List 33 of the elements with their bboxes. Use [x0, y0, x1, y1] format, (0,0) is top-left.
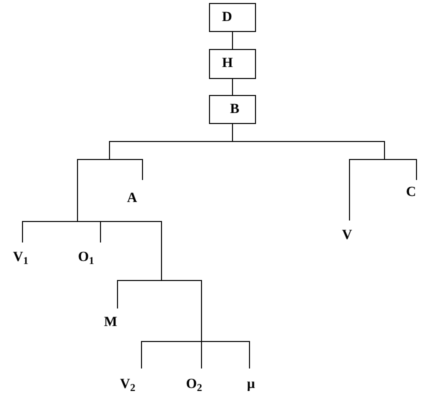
node-label: V$_{2}$ — [120, 378, 136, 392]
tree-line — [100, 221, 101, 243]
node-label: V$_{1}$ — [13, 251, 28, 265]
label-box — [209, 3, 256, 32]
label-box — [209, 49, 256, 79]
tree-line — [109, 141, 233, 160]
node-label: A — [127, 192, 138, 206]
box-label: B — [230, 102, 240, 116]
node-label: μ — [247, 378, 255, 392]
tree-line — [117, 280, 162, 309]
tree-line — [349, 159, 385, 221]
tree-line — [232, 141, 385, 160]
tree-line — [161, 280, 202, 342]
tree-line — [201, 341, 250, 369]
node-label: V — [342, 229, 352, 243]
label-box — [209, 95, 256, 124]
box-label: D — [222, 10, 232, 24]
tree-line — [141, 341, 202, 369]
tree-line — [232, 78, 233, 96]
node-label: O$_{1}$ — [78, 251, 94, 265]
tree-line — [22, 221, 78, 243]
tree-line — [384, 159, 417, 180]
tree-line — [109, 159, 143, 180]
tree-line — [77, 221, 101, 222]
tree-line — [100, 221, 162, 281]
box-label: H — [222, 57, 233, 71]
tree-line — [232, 32, 233, 50]
tree-line — [232, 124, 233, 142]
node-label: O$_{2}$ — [186, 378, 202, 392]
tree-line — [201, 341, 202, 369]
node-label: M — [104, 316, 118, 330]
node-label: C — [406, 186, 416, 200]
tree-line — [77, 159, 110, 222]
